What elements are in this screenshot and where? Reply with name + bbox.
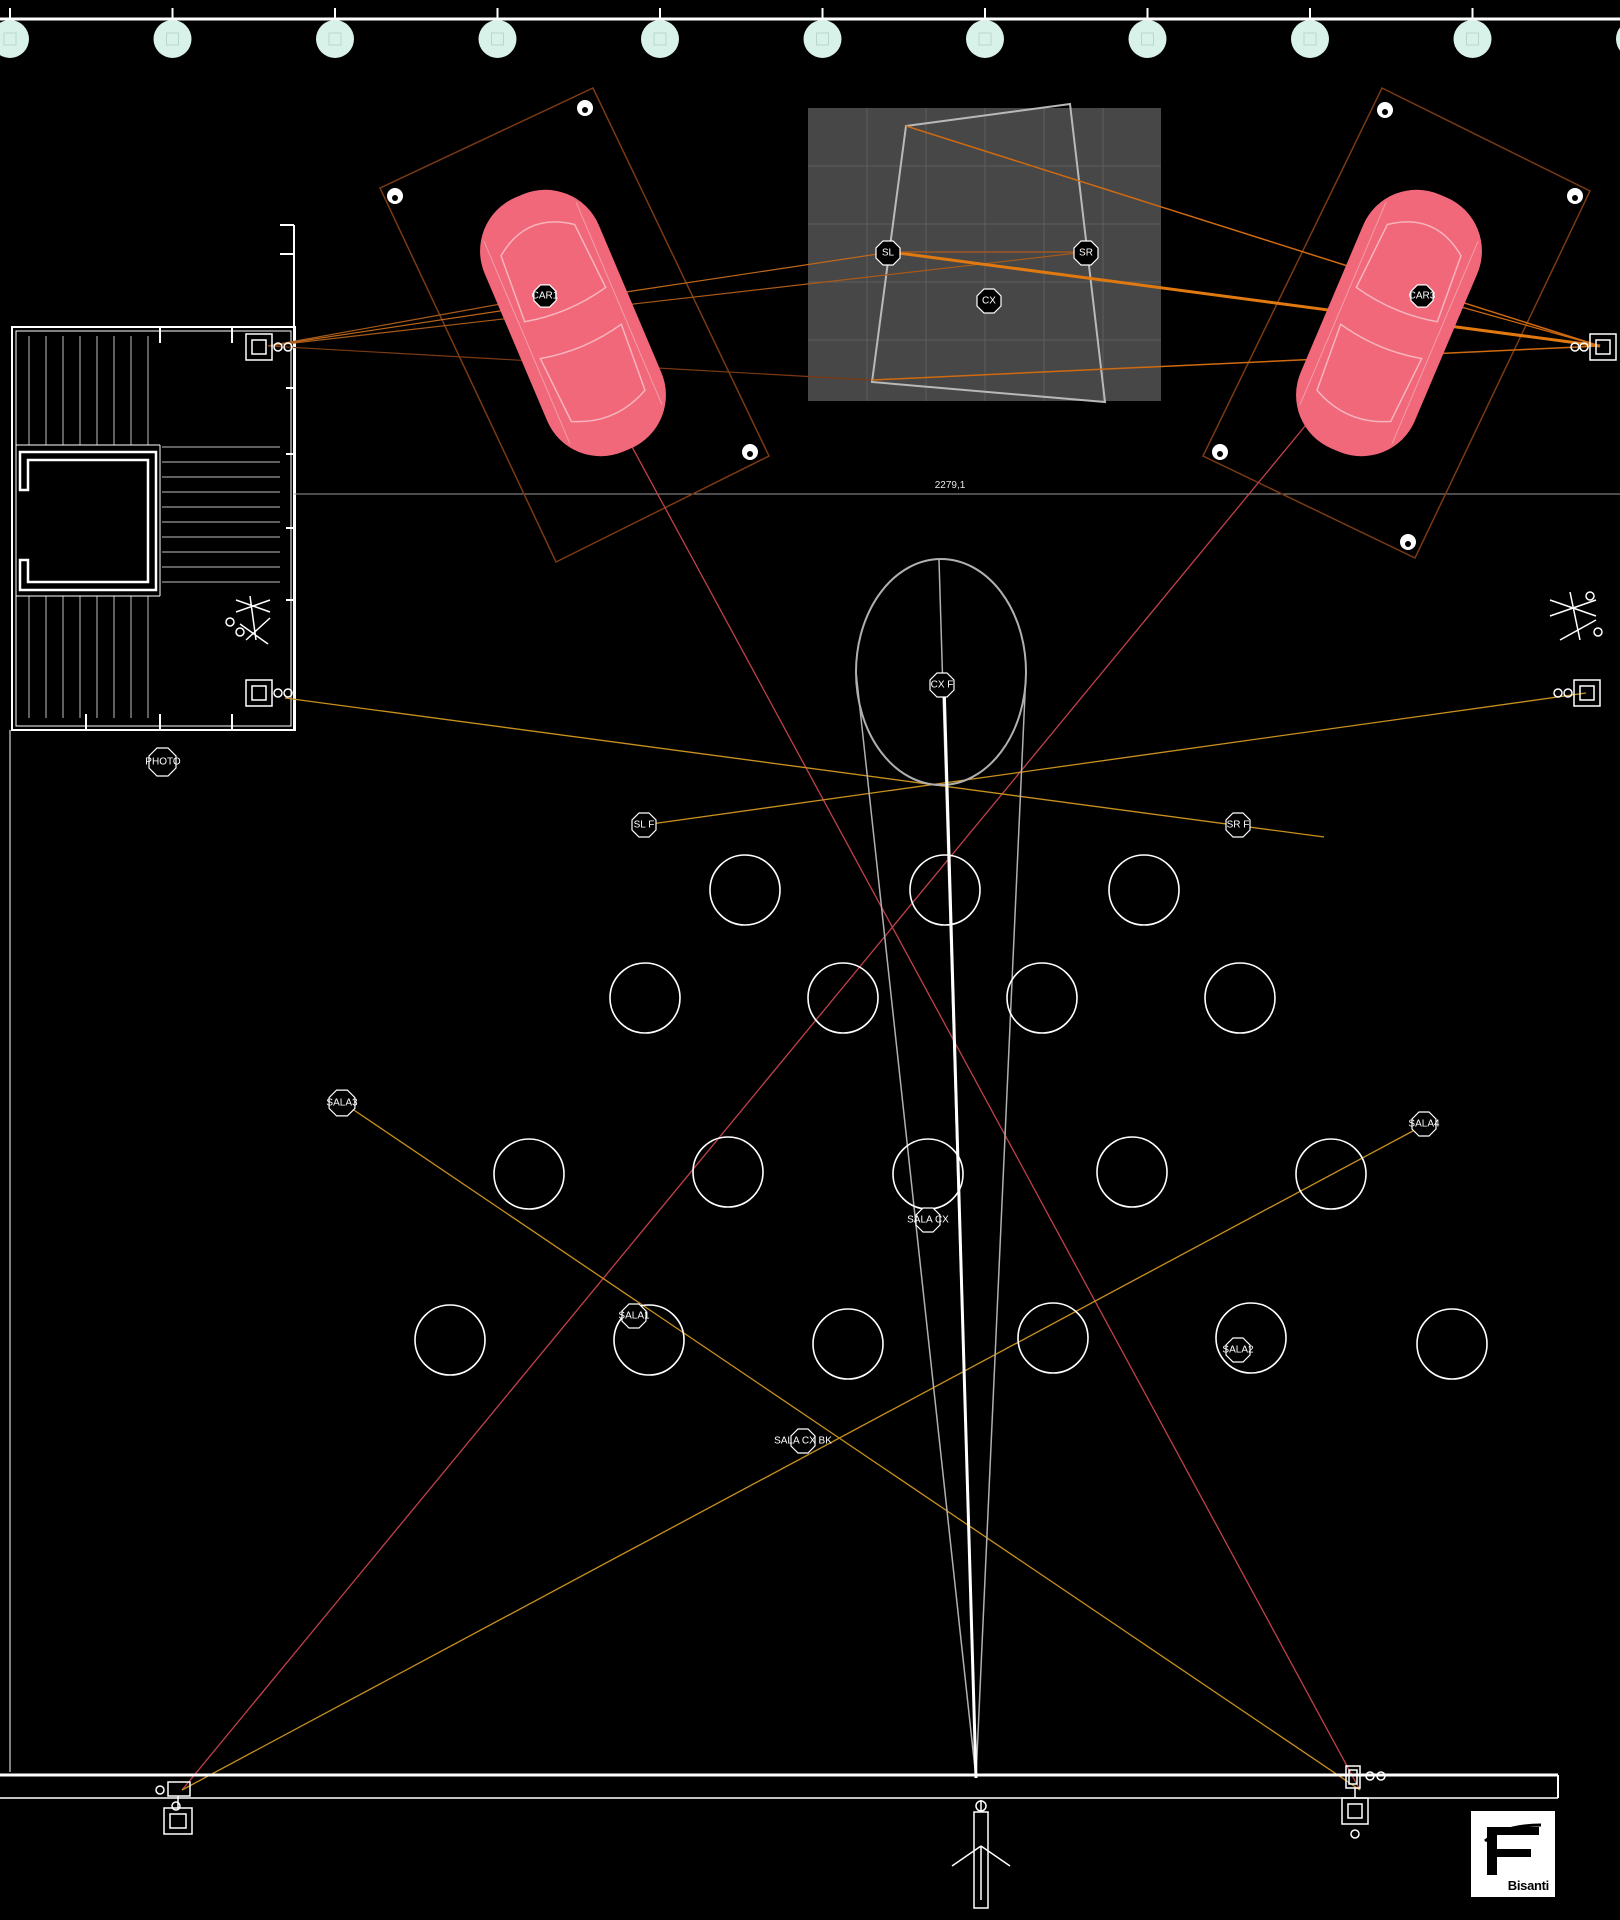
speaker-label: SR <box>1079 248 1093 259</box>
speaker-label: CAR1 <box>532 291 559 302</box>
speaker-marker-sala3: SALA3 <box>326 1089 358 1117</box>
speaker-label: CAR3 <box>1409 291 1436 302</box>
photo-label: PHOTO <box>145 757 181 768</box>
speaker-marker-sala1: SALA1 <box>618 1303 650 1329</box>
audience-table <box>1295 1138 1367 1210</box>
speaker-label: SALA4 <box>1408 1119 1440 1130</box>
speaker-label: CX F <box>931 680 954 691</box>
platform-corner-markers <box>387 100 1583 550</box>
backstage-room <box>11 224 296 731</box>
audience-table <box>414 1304 486 1376</box>
truss-light <box>316 8 354 58</box>
truss-light <box>0 8 29 58</box>
truss-light <box>1128 8 1167 58</box>
camera-tripod-right <box>1549 591 1603 641</box>
truss-light <box>153 8 192 58</box>
speaker-marker-sr-f: SR F <box>1225 812 1251 838</box>
audience-tables <box>414 854 1488 1380</box>
audience-table <box>1096 1136 1168 1208</box>
bisanti-logo-mark-icon <box>1484 1823 1542 1875</box>
speaker-marker-sala-cx-bk: SALA CX BK <box>774 1428 832 1454</box>
truss-light <box>1291 8 1329 58</box>
audience-table <box>493 1138 565 1210</box>
audience-table <box>692 1136 764 1208</box>
audience-table <box>1108 854 1180 926</box>
speaker-label: SALA3 <box>326 1098 358 1109</box>
side-rig-right-bottom <box>1553 679 1601 707</box>
speaker-label: SALA CX BK <box>774 1436 832 1447</box>
audience-table <box>1215 1302 1287 1374</box>
audience-table <box>613 1304 685 1376</box>
truss-light <box>478 8 517 58</box>
audience-table <box>1006 962 1078 1034</box>
speaker-marker-sala-cx: SALA CX <box>907 1207 949 1233</box>
front-rig-right <box>1341 1765 1386 1839</box>
car-right <box>1296 189 1482 457</box>
speaker-label: SALA CX <box>907 1215 949 1226</box>
dimension-label: 2279,1 <box>935 480 966 491</box>
front-truss <box>0 1773 1559 1799</box>
speaker-label: SL F <box>634 820 655 831</box>
truss-light <box>966 8 1004 58</box>
bisanti-logo: Bisanti <box>1471 1811 1555 1897</box>
speaker-marker-sala2: SALA2 <box>1222 1337 1254 1363</box>
top-truss <box>0 8 1620 58</box>
audience-table <box>1017 1302 1089 1374</box>
audience-table <box>1204 962 1276 1034</box>
truss-light <box>641 8 679 58</box>
audience-table <box>909 854 981 926</box>
car-left <box>480 189 666 457</box>
audience-table <box>609 962 681 1034</box>
audience-table <box>807 962 879 1034</box>
speaker-marker-sl: SL <box>875 240 901 266</box>
speaker-label: CX <box>982 296 996 307</box>
speaker-label: SALA1 <box>618 1311 650 1322</box>
audience-table <box>892 1138 964 1210</box>
side-rig-left-bottom <box>245 679 293 707</box>
speaker-markers: CAR1 CAR3 SL SR CX CX F SL F SR F SALA3SALA4SALA… <box>326 240 1440 1454</box>
photo-marker: PHOTO <box>145 747 181 777</box>
truss-light <box>803 8 842 58</box>
car-platform-left-frame <box>379 87 770 564</box>
truss-light <box>1616 27 1620 51</box>
car-platform-right-frame <box>1201 86 1591 560</box>
speaker-marker-sala4: SALA4 <box>1408 1111 1440 1137</box>
speaker-label: SL <box>882 248 895 259</box>
led-wall-stage <box>808 102 1161 404</box>
truss-lights <box>0 8 1620 58</box>
speaker-marker-cx: CX <box>976 288 1002 314</box>
speaker-marker-cx-f: CX F <box>929 672 955 698</box>
side-rig-right-top <box>1570 333 1617 361</box>
audience-table <box>812 1308 884 1380</box>
speaker-marker-sr: SR <box>1073 240 1099 266</box>
speaker-label: SR F <box>1227 820 1250 831</box>
speaker-marker-car3: CAR3 <box>1409 284 1436 308</box>
audience-table <box>709 854 781 926</box>
speaker-label: SALA2 <box>1222 1345 1254 1356</box>
side-rig-left-top <box>245 333 293 361</box>
sound-beam-lines <box>181 125 1601 1791</box>
logo-brand-text: Bisanti <box>1507 1878 1550 1893</box>
front-rig-left <box>155 1781 193 1835</box>
truss-light <box>1453 8 1492 58</box>
dimension-line: 2279,1 <box>294 480 1620 495</box>
front-center-mast <box>951 1800 1011 1909</box>
speaker-marker-car1: CAR1 <box>532 284 559 308</box>
audience-table <box>1416 1308 1488 1380</box>
speaker-marker-sl-f: SL F <box>631 812 657 838</box>
